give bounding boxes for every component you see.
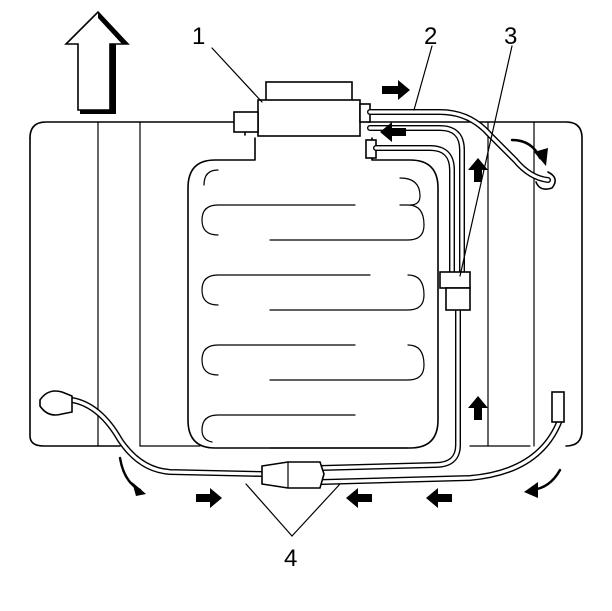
flow-arrows — [118, 80, 562, 508]
quick-connect-fitting — [261, 461, 325, 489]
forward-direction-arrow — [64, 10, 130, 114]
tank-insert — [187, 137, 439, 449]
fuel-filter — [439, 271, 471, 311]
flow-arrow-right-bottom — [196, 488, 222, 508]
leader-lines — [211, 45, 513, 537]
flow-arrow-left-top — [380, 122, 406, 142]
flow-arrow-left-bottom-2 — [426, 488, 452, 508]
fuel-pump-module — [233, 81, 377, 159]
callout-1: 1 — [192, 23, 205, 50]
callout-2: 2 — [424, 23, 437, 50]
flow-arrow-up-lower — [468, 396, 488, 420]
fuel-tank — [29, 121, 583, 447]
curved-flow-arrow-right — [510, 138, 542, 160]
callout-4: 4 — [284, 545, 297, 572]
flow-arrow-left-bottom-1 — [346, 488, 372, 508]
fuel-lines — [39, 109, 565, 485]
flow-arrow-up-right — [468, 158, 488, 182]
flow-arrow-right-top — [382, 80, 410, 100]
callout-3: 3 — [504, 23, 517, 50]
